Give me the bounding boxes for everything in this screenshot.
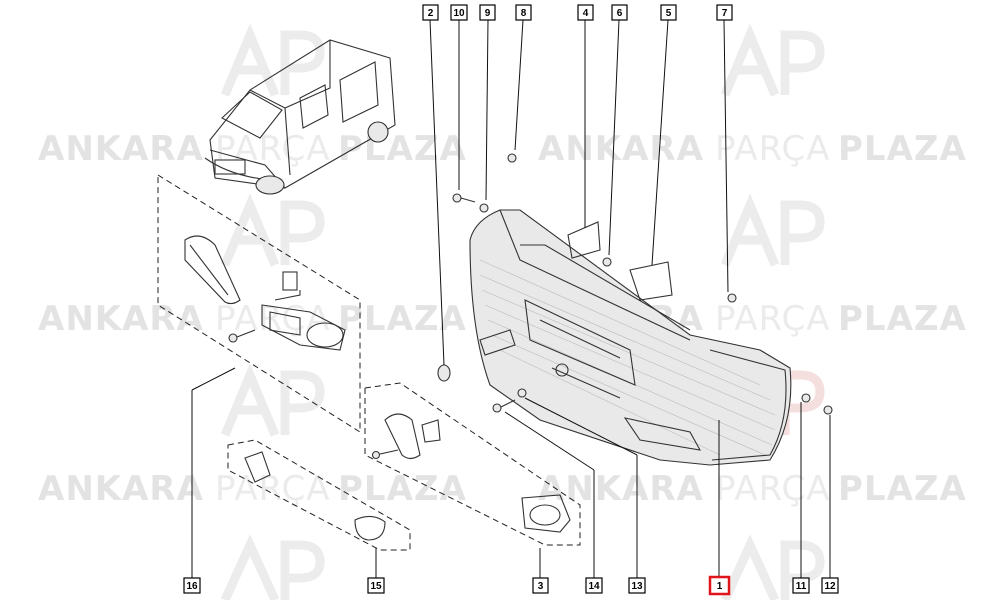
watermark-brand-bold2: PLAZA xyxy=(338,469,467,509)
svg-text:PARÇA: PARÇA xyxy=(715,129,831,169)
callout-12[interactable]: 12 xyxy=(821,577,839,594)
callout-1-label: 1 xyxy=(717,581,723,592)
svg-text:ANKARA: ANKARA xyxy=(538,469,704,509)
watermark-brand-bold2: PLAZA xyxy=(838,129,967,169)
front-bumper-assembly xyxy=(437,153,833,466)
watermark-brand-bold: ANKARA xyxy=(538,469,704,509)
callout-16[interactable]: 16 xyxy=(183,577,201,594)
watermark-brand-bold2: PLAZA xyxy=(338,299,467,339)
watermark-brand-light: PARÇA xyxy=(715,469,831,509)
rivet-icon xyxy=(507,153,517,163)
callout-5[interactable]: 5 xyxy=(660,4,677,21)
callout-15-label: 15 xyxy=(370,581,382,592)
callout-11-label: 11 xyxy=(796,581,807,592)
watermark-logo-icon xyxy=(220,23,825,600)
callout-1-highlighted[interactable]: 1 xyxy=(708,575,731,596)
watermark-brand-bold2: PLAZA xyxy=(838,469,967,509)
callout-7[interactable]: 7 xyxy=(716,4,733,21)
svg-text:PLAZA: PLAZA xyxy=(338,469,467,509)
callout-3[interactable]: 3 xyxy=(532,577,549,594)
callout-4-label: 4 xyxy=(583,8,589,19)
svg-text:ANKARA: ANKARA xyxy=(538,129,704,169)
watermark-brand-light: PARÇA xyxy=(715,299,831,339)
svg-text:ANKARA: ANKARA xyxy=(38,299,204,339)
callout-13[interactable]: 13 xyxy=(628,577,646,594)
callout-labels: 2 10 9 8 4 6 5 7 xyxy=(183,4,839,596)
watermark-brand-bold: ANKARA xyxy=(38,469,204,509)
svg-text:ANKARA: ANKARA xyxy=(38,469,204,509)
watermark-brand-bold: ANKARA xyxy=(538,129,704,169)
callout-6-label: 6 xyxy=(617,8,623,19)
callout-10[interactable]: 10 xyxy=(450,4,468,21)
bolt-icon xyxy=(492,403,502,413)
callout-11[interactable]: 11 xyxy=(792,577,810,594)
leader-lines xyxy=(191,19,831,578)
callout-8-label: 8 xyxy=(521,8,527,19)
watermark-brand-light: PARÇA xyxy=(215,129,331,169)
watermark-brand-bold2: PLAZA xyxy=(838,299,967,339)
watermark-text-row-1: ANKARA PARÇA PLAZA ANKARA PARÇA PLAZA xyxy=(38,129,967,169)
svg-text:PARÇA: PARÇA xyxy=(215,129,331,169)
watermark-brand-bold: ANKARA xyxy=(38,129,204,169)
rivet-icon xyxy=(517,388,527,398)
headlamp-assembly-group xyxy=(157,174,361,433)
fog-lamp-group xyxy=(364,382,581,546)
callout-9[interactable]: 9 xyxy=(479,4,496,21)
washer-icon xyxy=(479,203,489,213)
callout-6[interactable]: 6 xyxy=(611,4,628,21)
watermark-brand-bold2: PLAZA xyxy=(338,129,467,169)
callout-3-label: 3 xyxy=(538,581,544,592)
callout-2[interactable]: 2 xyxy=(422,4,439,21)
watermark-brand-bold: ANKARA xyxy=(38,299,204,339)
watermark-text-row-3: ANKARA PARÇA PLAZA ANKARA PARÇA PLAZA xyxy=(38,469,967,509)
callout-5-label: 5 xyxy=(666,8,672,19)
bolt-icon xyxy=(452,193,462,203)
callout-12-label: 12 xyxy=(824,581,836,592)
callout-10-label: 10 xyxy=(453,8,465,19)
van-illustration xyxy=(204,39,396,195)
svg-text:PLAZA: PLAZA xyxy=(338,129,467,169)
rivet-icon xyxy=(602,257,612,267)
callout-15[interactable]: 15 xyxy=(367,577,385,594)
svg-text:PLAZA: PLAZA xyxy=(338,299,467,339)
callout-4[interactable]: 4 xyxy=(577,4,594,21)
watermark-brand-light: PARÇA xyxy=(715,129,831,169)
bolt-icon xyxy=(823,405,833,415)
svg-text:ANKARA: ANKARA xyxy=(38,129,204,169)
callout-16-label: 16 xyxy=(186,581,198,592)
svg-text:PARÇA: PARÇA xyxy=(215,469,331,509)
callout-13-label: 13 xyxy=(631,581,643,592)
side-lamp-group xyxy=(227,439,411,551)
watermark-brand-light: PARÇA xyxy=(215,469,331,509)
callout-9-label: 9 xyxy=(485,8,491,19)
svg-text:PARÇA: PARÇA xyxy=(215,299,331,339)
callout-7-label: 7 xyxy=(722,8,728,19)
cap-icon xyxy=(437,364,451,382)
washer-icon xyxy=(801,393,811,403)
watermark-brand-light: PARÇA xyxy=(215,299,331,339)
callout-14-label: 14 xyxy=(588,581,600,592)
callout-2-label: 2 xyxy=(428,8,434,19)
svg-text:PLAZA: PLAZA xyxy=(838,129,967,169)
rivet-icon xyxy=(727,293,737,303)
svg-text:PARÇA: PARÇA xyxy=(715,469,831,509)
callout-8[interactable]: 8 xyxy=(515,4,532,21)
svg-text:PLAZA: PLAZA xyxy=(838,469,967,509)
svg-text:PARÇA: PARÇA xyxy=(715,299,831,339)
svg-text:PLAZA: PLAZA xyxy=(838,299,967,339)
callout-14[interactable]: 14 xyxy=(585,577,603,594)
